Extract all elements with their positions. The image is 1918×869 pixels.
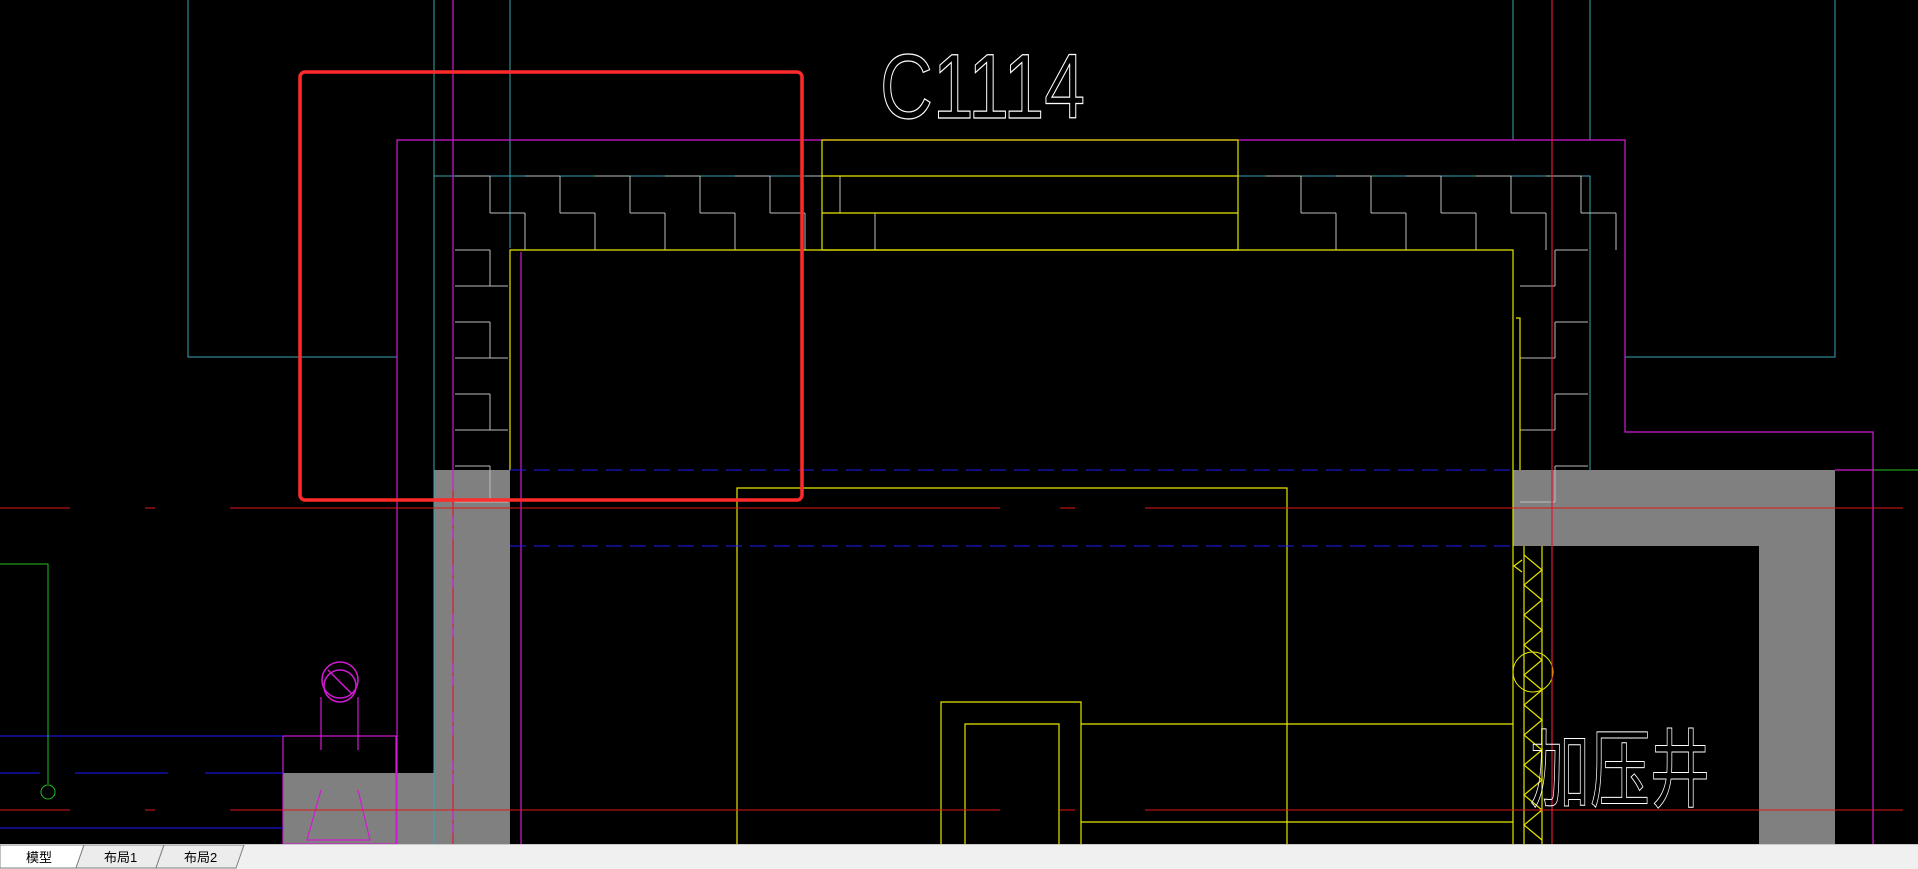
valve-icon [321, 661, 359, 703]
red-lines [0, 0, 1903, 844]
tab-bar-graphics: 模型 布局1 布局2 [0, 845, 245, 869]
yellow-inner-outline [509, 249, 1514, 844]
tab-layout1[interactable]: 布局1 [75, 845, 165, 869]
blue-lines [0, 469, 1513, 829]
cyan-wall-outline [433, 175, 1591, 844]
magenta-outer-outline [396, 139, 1874, 844]
green-line [0, 563, 49, 784]
highlight-selection-box[interactable] [298, 70, 804, 502]
yellow-lines [509, 139, 1554, 844]
tab-layout2[interactable]: 布局2 [155, 845, 245, 869]
yellow-block [940, 701, 1082, 844]
wall-right-column [1759, 546, 1835, 844]
tab-model-label: 模型 [26, 850, 52, 865]
green-lines [0, 469, 1918, 800]
yellow-block [736, 487, 1288, 844]
cyan-outline-left [187, 0, 397, 358]
tab-model[interactable]: 模型 [0, 845, 85, 869]
yellow-block [964, 723, 1060, 844]
yellow-circle [1512, 651, 1554, 693]
magenta-equipment-frame [282, 735, 397, 844]
yellow-line [1513, 559, 1523, 573]
window-label[interactable]: C1114 [879, 35, 1085, 138]
yellow-window-frame [821, 139, 1239, 251]
layout-tab-bar: 模型 布局1 布局2 [0, 844, 1918, 869]
green-marker-icon [40, 784, 56, 800]
drawing-area[interactable]: C1114 加压井 [0, 0, 1918, 844]
tab-layout1-label: 布局1 [104, 850, 137, 865]
tab-layout2-label: 布局2 [184, 850, 217, 865]
magenta-line [306, 789, 371, 841]
yellow-line [1516, 317, 1521, 470]
cyan-outline-right [1625, 0, 1836, 358]
brick-hatch-pattern [455, 175, 1617, 503]
room-label[interactable]: 加压井 [1530, 721, 1711, 822]
yellow-line [1523, 554, 1543, 841]
cad-drawing[interactable]: C1114 加压井 [0, 0, 1918, 844]
